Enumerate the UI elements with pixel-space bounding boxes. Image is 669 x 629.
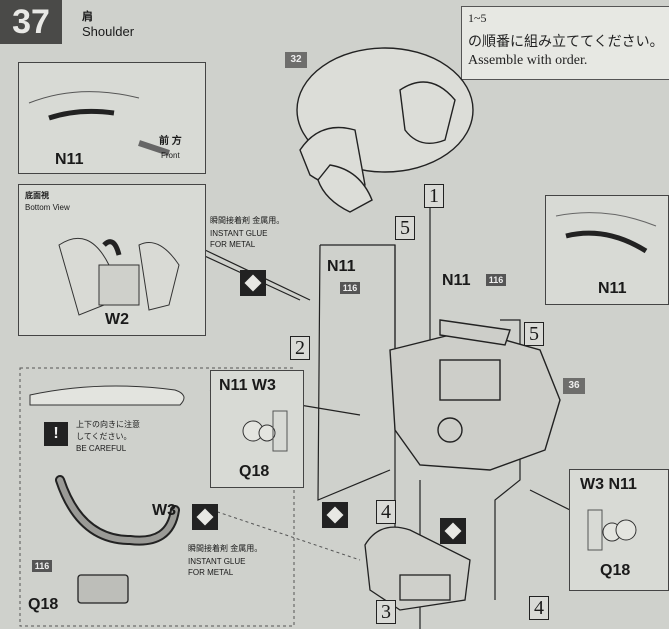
hose-inner (57, 477, 178, 544)
w3-n11-illustration (587, 509, 637, 551)
caution-jp-2: してください。 (76, 432, 132, 441)
glue-note-en-2: FOR METAL (210, 240, 256, 249)
order-range: 1~5 (468, 11, 487, 25)
assembly-order-note: 1~5 の順番に組み立ててください。 Assemble with order. (461, 6, 669, 80)
order-marker-1: 1 (424, 184, 444, 208)
glue-diamond-icon-bottom (192, 504, 218, 530)
step-title-en: Shoulder (82, 24, 135, 39)
caution-jp-1: 上下の向きに注意 (76, 420, 140, 429)
inset-right-part: N11 (598, 280, 627, 297)
n11-wire-illustration (28, 91, 170, 156)
n11-right-illustration (555, 212, 657, 254)
step-title-jp: 肩 (82, 11, 93, 23)
dashed-detail-frame (19, 367, 295, 627)
ref-badge-36: 36 (563, 378, 585, 394)
order-note-jp: の順番に組み立ててください。 (468, 35, 664, 50)
order-marker-5a: 5 (395, 216, 415, 240)
callout-q18-lower: Q18 (28, 596, 59, 613)
n11-w3-illustration (242, 410, 288, 452)
wire-template (29, 385, 185, 406)
shoulder-frame-illustration (389, 319, 561, 471)
caution-icon: ! (44, 422, 68, 446)
front-label-en: Front (161, 151, 180, 160)
callout-code-lower: 116 (32, 560, 52, 572)
ref-badge-32: 32 (285, 52, 307, 68)
glue-diamond-icon-center (322, 502, 348, 528)
front-label-jp: 前 方 (159, 136, 182, 147)
inset-n11-w3-q18: Q18 (239, 463, 270, 480)
inset-n11-w3-parts: N11 W3 (219, 377, 276, 394)
order-marker-4b: 4 (529, 596, 549, 620)
order-marker-4a: 4 (376, 500, 396, 524)
bottom-view-part: W2 (105, 311, 129, 328)
callout-n11-right: N11 (442, 272, 471, 289)
glue-diamond-icon (240, 270, 266, 296)
bottom-view-title-jp: 底面視 (25, 191, 49, 200)
inset-front-view: N11 前 方 Front (18, 62, 206, 174)
inset-bottom-view: 底面視 Bottom View W2 (18, 184, 206, 336)
glue-note-bottom-en-1: INSTANT GLUE (188, 557, 246, 566)
bottom-view-title-en: Bottom View (25, 203, 70, 212)
inset-w3-n11-parts: W3 N11 (580, 476, 637, 493)
inset-front-part: N11 (55, 151, 84, 168)
caution-en: BE CAREFUL (76, 444, 127, 453)
callout-code-upper: 116 (340, 282, 360, 294)
glue-note-bottom-jp: 瞬間接着剤 金属用。 (188, 544, 263, 553)
inset-n11-w3: N11 W3 Q18 (210, 370, 304, 488)
inset-right-n11: N11 (545, 195, 669, 305)
inset-w3-n11: W3 N11 Q18 (569, 469, 669, 591)
callout-n11-upper: N11 (327, 258, 356, 275)
shoulder-armor-illustration (296, 47, 474, 213)
glue-note-en-1: INSTANT GLUE (210, 229, 268, 238)
joint-part-illustration (77, 574, 129, 604)
order-note-en: Assemble with order. (468, 53, 588, 68)
order-marker-3: 3 (376, 600, 396, 624)
dashed-pointer (199, 505, 361, 561)
order-marker-5b: 5 (524, 322, 544, 346)
inset-w3-n11-q18: Q18 (600, 562, 631, 579)
bottom-bracket-illustration (364, 526, 471, 611)
callout-code-right: 116 (486, 274, 506, 286)
glue-diamond-icon-right (440, 518, 466, 544)
callout-w3-lower: W3 (152, 502, 176, 519)
glue-note-jp: 瞬間接着剤 金属用。 (210, 216, 285, 225)
bottom-view-illustration (58, 237, 180, 316)
step-number: 37 (0, 0, 62, 44)
order-marker-2: 2 (290, 336, 310, 360)
glue-note-bottom-en-2: FOR METAL (188, 568, 234, 577)
